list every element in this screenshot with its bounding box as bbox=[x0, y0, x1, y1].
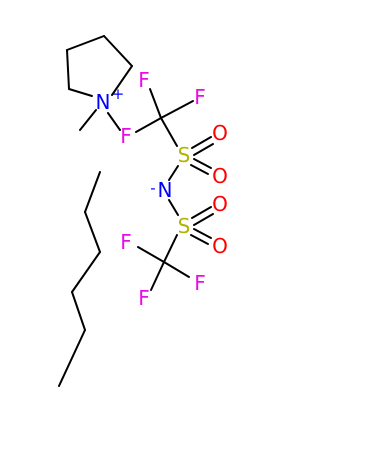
oxygen-label: O bbox=[212, 121, 228, 145]
bond bbox=[84, 171, 101, 213]
octyl-chain bbox=[58, 112, 121, 387]
sulfur-label-upper: S bbox=[178, 143, 191, 167]
anion-nitrogen-label: N bbox=[158, 178, 173, 202]
bond bbox=[149, 88, 162, 119]
bond bbox=[71, 251, 101, 293]
bond bbox=[168, 165, 179, 181]
fluorine-label: F bbox=[138, 68, 150, 92]
bond bbox=[71, 291, 86, 331]
bond bbox=[84, 211, 101, 253]
lower-triflyl-group bbox=[137, 199, 214, 291]
bond bbox=[68, 88, 93, 97]
bond bbox=[191, 206, 212, 219]
bond bbox=[191, 136, 212, 149]
bond bbox=[58, 329, 86, 387]
bond bbox=[193, 228, 212, 239]
bond bbox=[168, 199, 179, 216]
bond bbox=[193, 213, 214, 226]
fluorine-label: F bbox=[120, 230, 132, 254]
bond bbox=[66, 49, 70, 90]
bond bbox=[66, 35, 105, 51]
bond bbox=[111, 65, 133, 96]
bond bbox=[160, 100, 194, 119]
bond bbox=[160, 117, 178, 147]
upper-triflyl-group bbox=[135, 88, 214, 181]
oxygen-label: O bbox=[212, 234, 228, 258]
cation-nitrogen-label: N bbox=[96, 90, 111, 114]
fluorine-label: F bbox=[138, 286, 150, 310]
fluorine-label: F bbox=[194, 271, 206, 295]
oxygen-label: O bbox=[212, 192, 228, 216]
bond bbox=[163, 261, 190, 278]
bond bbox=[190, 234, 209, 245]
bond bbox=[135, 117, 162, 133]
bond bbox=[163, 234, 178, 263]
bond bbox=[193, 158, 212, 169]
bond bbox=[193, 143, 214, 156]
pyrrolidine-ring bbox=[66, 35, 133, 97]
fluorine-label: F bbox=[120, 124, 132, 148]
anion-charge-label: - bbox=[150, 179, 155, 197]
bond bbox=[137, 246, 165, 263]
sulfur-label-lower: S bbox=[178, 214, 191, 238]
methyl-bond bbox=[79, 109, 97, 131]
bond bbox=[150, 261, 165, 291]
fluorine-label: F bbox=[194, 85, 206, 109]
cation-charge-label: + bbox=[112, 85, 125, 103]
oxygen-label: O bbox=[212, 164, 228, 188]
bond bbox=[107, 112, 121, 131]
bond bbox=[190, 164, 209, 175]
bond bbox=[103, 35, 133, 67]
